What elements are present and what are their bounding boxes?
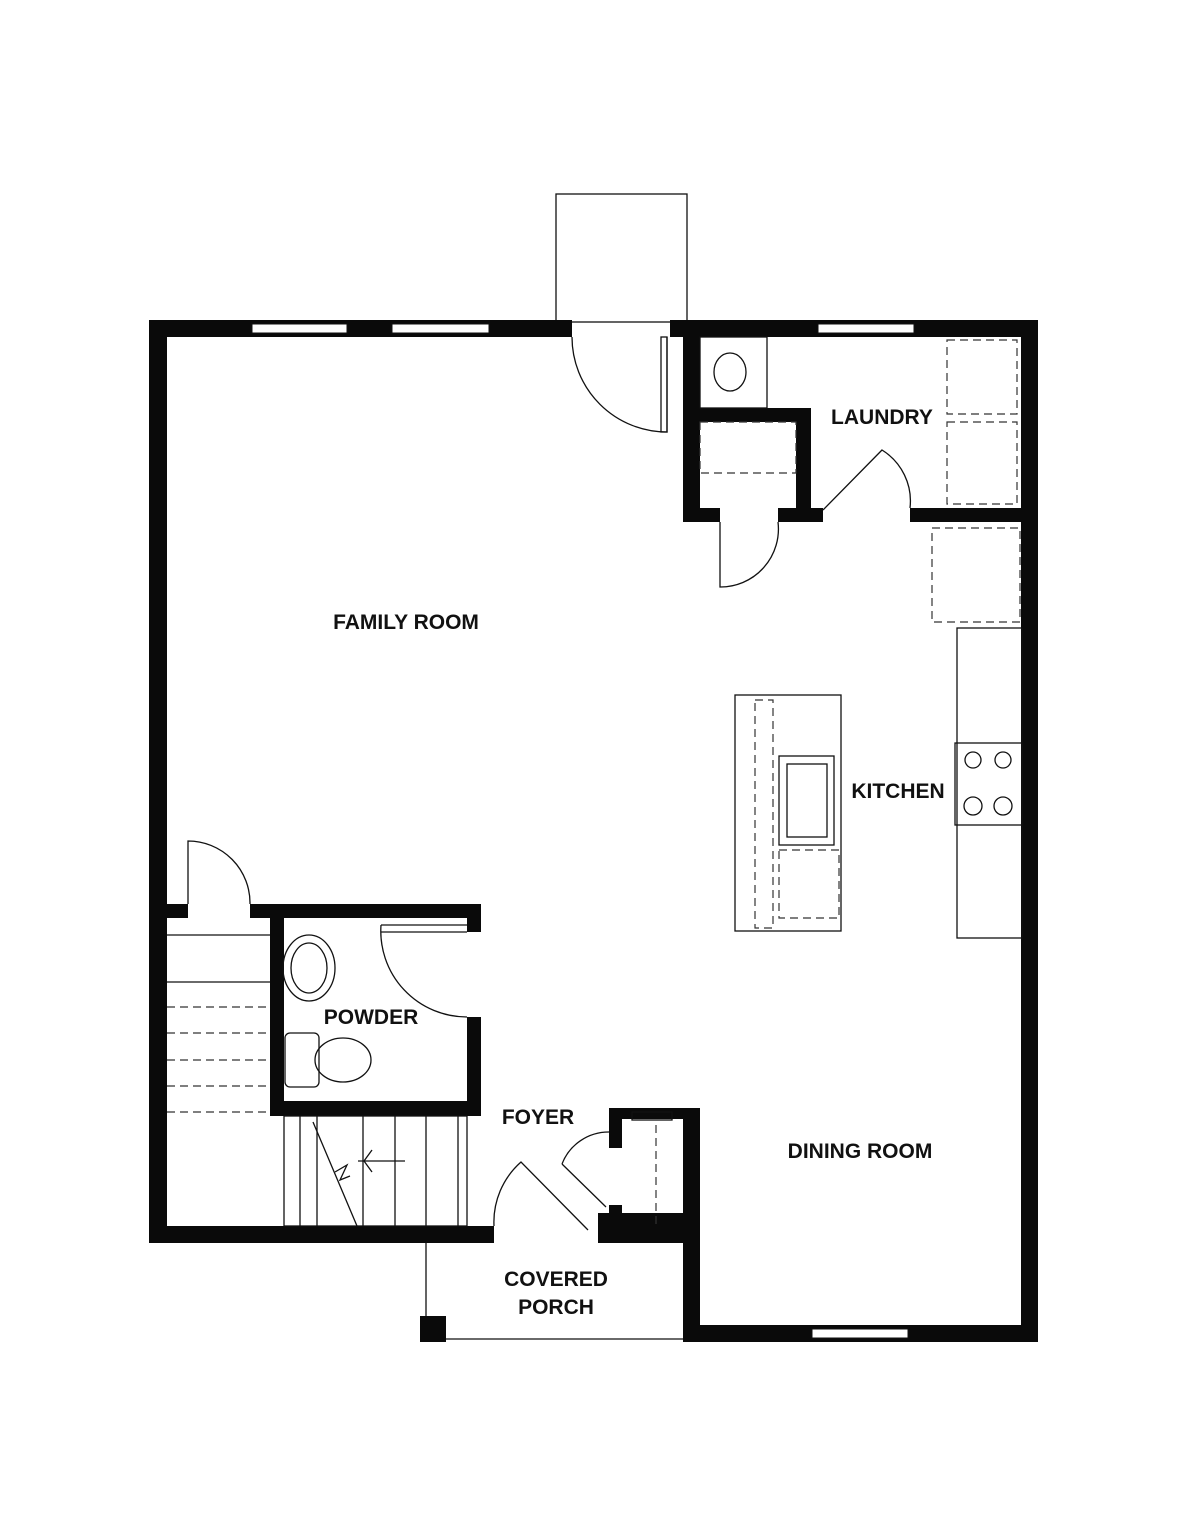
label-foyer: FOYER bbox=[502, 1106, 574, 1129]
covered-porch bbox=[420, 1243, 683, 1342]
laundry-fixtures bbox=[699, 336, 1021, 623]
label-dining-room: DINING ROOM bbox=[788, 1140, 933, 1163]
porch-column bbox=[420, 1316, 446, 1342]
label-laundry: LAUNDRY bbox=[831, 406, 933, 429]
label-covered-porch-2: PORCH bbox=[518, 1296, 594, 1319]
powder-walls bbox=[149, 904, 481, 1116]
label-covered-porch-1: COVERED bbox=[504, 1268, 608, 1291]
kitchen-fixtures bbox=[734, 627, 1023, 939]
exterior-walls bbox=[149, 320, 1038, 1342]
laundry-walls bbox=[683, 320, 1021, 522]
sink-icon bbox=[778, 755, 835, 846]
label-family-room: FAMILY ROOM bbox=[333, 611, 479, 634]
windows bbox=[251, 323, 915, 1339]
coat-closet bbox=[631, 1111, 673, 1226]
label-powder: POWDER bbox=[324, 1006, 419, 1029]
powder-fixtures bbox=[282, 934, 372, 1088]
label-kitchen: KITCHEN bbox=[851, 780, 944, 803]
range-icon bbox=[954, 742, 1023, 826]
counter bbox=[956, 627, 1023, 939]
toilet-icon bbox=[314, 1037, 372, 1083]
kitchen-island bbox=[734, 694, 842, 932]
stairs bbox=[167, 934, 468, 1227]
lavatory-icon bbox=[282, 934, 336, 1002]
rear-patio bbox=[555, 193, 688, 323]
doors bbox=[187, 336, 912, 1231]
